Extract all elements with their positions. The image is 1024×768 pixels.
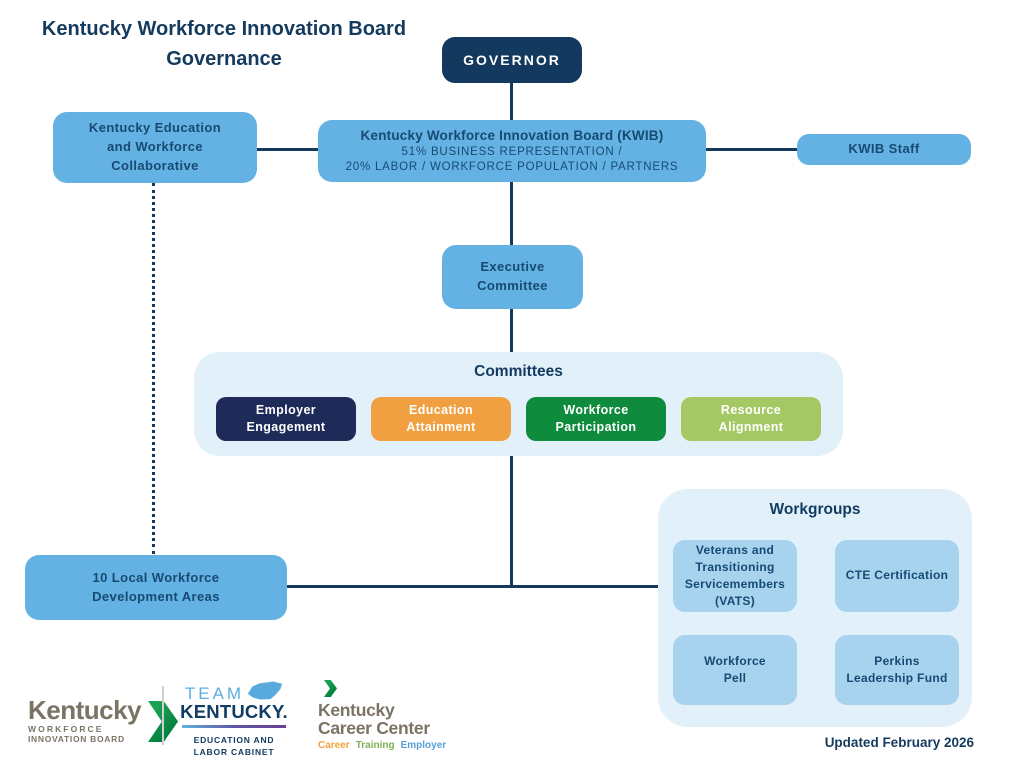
workgroups-panel-title: Workgroups [769,501,861,518]
page-title-line1: Kentucky Workforce Innovation Board [41,18,407,40]
committee-education-attainment: Education Attainment [371,397,511,441]
career-center-tag-employer: Employer [400,740,447,751]
kentucky-state-icon [248,681,283,700]
kwib-staff-label: KWIB Staff [848,141,920,157]
connector-local-areas-to-workgroups [287,585,658,588]
workgroup-vats: Veterans and Transitioning Servicemember… [673,540,797,612]
kwib-node-sub2: 20% LABOR / WORKFORCE POPULATION / PARTN… [345,160,679,173]
committee-label: Resource Alignment [718,402,784,435]
kwib-node: Kentucky Workforce Innovation Board (KWI… [318,120,706,182]
career-center-tag-training: Training [355,740,395,751]
workgroup-label: Veterans and Transitioning Servicemember… [684,542,786,609]
executive-committee-label: Executive Committee [477,259,548,293]
kwib-node-title: Kentucky Workforce Innovation Board (KWI… [360,128,664,144]
local-workforce-areas-node: 10 Local Workforce Development Areas [25,555,287,620]
career-center-tag-career: Career [318,740,350,751]
team-kentucky-cabinet-line1: EDUCATION AND [193,734,275,745]
education-workforce-collaborative-node: Kentucky Education and Workforce Collabo… [53,112,257,183]
team-kentucky-gradient-bar [182,725,286,728]
executive-committee-node: Executive Committee [442,245,583,309]
connector-kwib-to-staff [705,148,797,151]
committee-employer-engagement: Employer Engagement [216,397,356,441]
green-chevron-icon [324,680,337,697]
workgroups-panel: Workgroups Veterans and Transitioning Se… [658,489,972,727]
team-kentucky-top-row: TEAM [177,681,291,702]
page-title-line2: Governance [166,48,282,70]
workgroup-label: Perkins Leadership Fund [846,653,948,685]
collaborative-label: Kentucky Education and Workforce Collabo… [88,120,222,173]
committee-label: Workforce Participation [555,402,637,435]
team-kentucky-logo: TEAM KENTUCKY. EDUCATION AND LABOR CABIN… [177,681,291,759]
page-title: Kentucky Workforce Innovation Board Gove… [8,14,440,74]
committee-workforce-participation: Workforce Participation [526,397,666,441]
kwib-logo-wordmark: Kentucky [28,695,142,725]
workgroup-label: Workforce Pell [704,653,766,685]
team-kentucky-team-text: TEAM [184,684,245,703]
kwib-logo-sub2: INNOVATION BOARD [28,733,125,744]
kentucky-career-center-logo: Kentucky Career Center Career Training E… [318,680,446,751]
governor-label: GOVERNOR [463,52,561,68]
workgroup-cte-certification: CTE Certification [835,540,959,612]
kwib-logo-sub1: WORKFORCE [28,723,104,734]
logo-divider [162,686,164,745]
workgroup-workforce-pell: Workforce Pell [673,635,797,705]
kwib-node-sub1: 51% BUSINESS REPRESENTATION / [401,145,623,158]
committee-label: Education Attainment [406,402,476,435]
dotted-connector-collaborative-to-local-areas [152,183,155,554]
team-kentucky-kentucky-text: KENTUCKY. [180,701,288,722]
committees-panel: Committees Employer Engagement Education… [194,352,843,456]
connector-governor-to-kwib [510,83,513,120]
local-workforce-areas-label: 10 Local Workforce Development Areas [92,569,220,604]
governor-node: GOVERNOR [442,37,582,83]
connector-collaborative-to-kwib [257,148,318,151]
team-kentucky-cabinet-line2: LABOR CABINET [193,747,275,758]
workgroup-label: CTE Certification [845,568,949,583]
kwib-staff-node: KWIB Staff [797,134,971,165]
career-center-tagline: Career Training Employer [318,740,446,751]
committee-label: Employer Engagement [246,402,326,435]
kwib-board-logo-text: Kentucky WORKFORCE INNOVATION BOARD [28,695,142,744]
workgroup-perkins-leadership-fund: Perkins Leadership Fund [835,635,959,705]
career-center-line1: Kentucky [318,700,395,720]
committees-panel-title: Committees [474,363,563,380]
career-center-line2: Career Center [318,717,430,738]
updated-date-note: Updated February 2026 [824,735,974,750]
kwib-board-logo: Kentucky WORKFORCE INNOVATION BOARD [28,695,179,744]
committee-resource-alignment: Resource Alignment [681,397,821,441]
committee-row: Employer Engagement Education Attainment… [194,397,843,441]
